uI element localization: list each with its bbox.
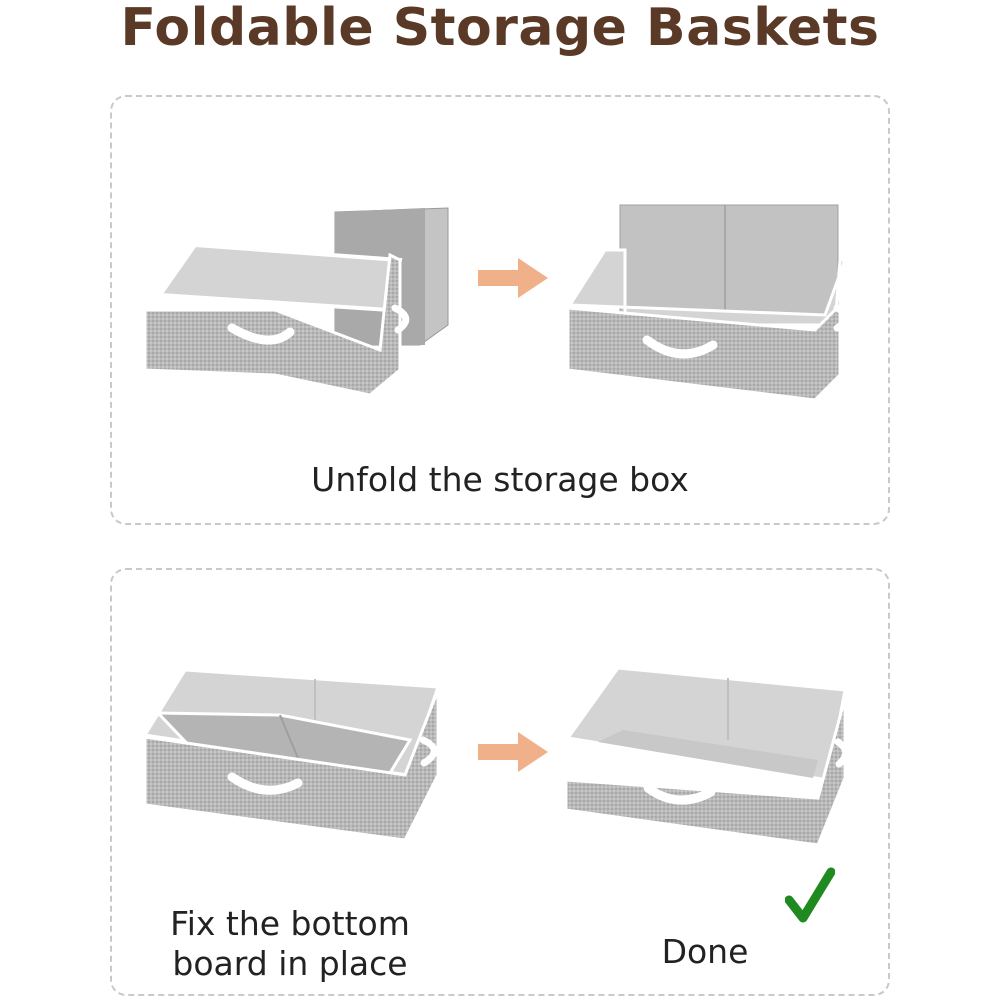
step-panel-unfold xyxy=(110,95,890,525)
step-caption-unfold: Unfold the storage box xyxy=(311,460,689,499)
folded-box-image xyxy=(143,207,449,397)
box-bottom-board-image xyxy=(142,668,441,842)
finished-box-image xyxy=(564,666,850,847)
checkmark-icon xyxy=(785,867,835,923)
arrow-right-icon xyxy=(478,732,548,772)
page-title: Foldable Storage Baskets xyxy=(120,0,880,58)
step-caption-done: Done xyxy=(661,932,749,971)
arrow-right-icon xyxy=(478,258,548,298)
unfolded-box-image xyxy=(566,204,850,402)
step-caption-fix-bottom: Fix the bottom board in place xyxy=(170,904,410,983)
step-panel-fix-bottom xyxy=(110,568,890,996)
